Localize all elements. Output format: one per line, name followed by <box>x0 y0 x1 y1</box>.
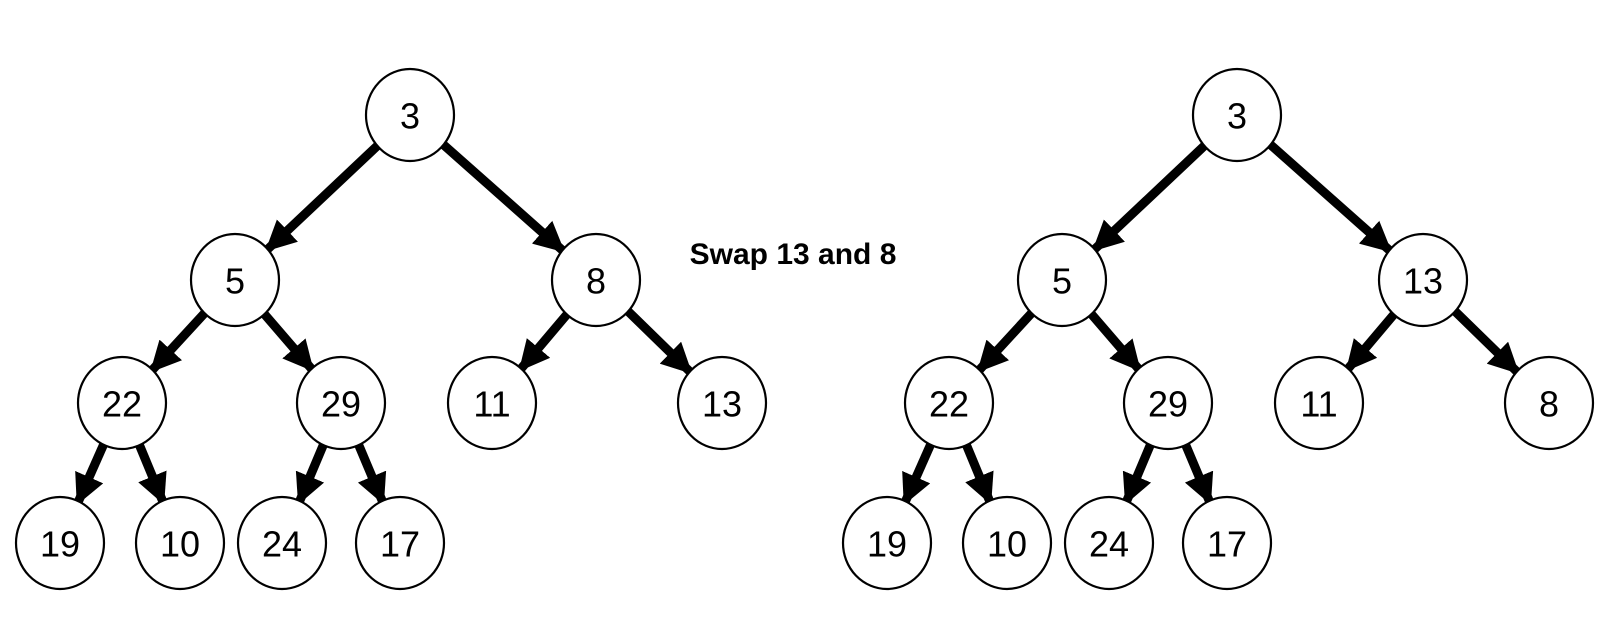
node-circle <box>1122 355 1214 451</box>
edge-3-8 <box>439 140 567 255</box>
edge-29-24 <box>294 441 329 506</box>
node-value: 8 <box>1539 384 1559 425</box>
node-value: 10 <box>160 524 200 565</box>
node-circle <box>550 232 642 328</box>
node-value: 11 <box>1300 384 1337 425</box>
node-circle <box>1503 355 1595 451</box>
node-value: 13 <box>1403 261 1443 302</box>
edge-22-19 <box>900 441 936 506</box>
node-value: 19 <box>867 524 907 565</box>
node-value: 3 <box>1227 96 1247 137</box>
node-value: 17 <box>380 524 420 565</box>
node-11: 11 <box>1273 355 1365 451</box>
node-circle <box>236 495 328 591</box>
heap-before-swap: 3 5 8 22 29 11 13 19 10 24 17 <box>14 67 768 591</box>
node-10: 10 <box>961 495 1053 591</box>
node-circle <box>1191 67 1283 163</box>
node-8: 8 <box>1503 355 1595 451</box>
edge-29-24 <box>1121 441 1156 506</box>
node-circle <box>961 495 1053 591</box>
edge-8-13 <box>624 307 695 377</box>
edge-3-5 <box>263 141 382 254</box>
node-circle <box>841 495 933 591</box>
heap-after-swap: 3 5 13 22 29 11 8 19 10 24 17 <box>841 67 1595 591</box>
node-3: 3 <box>1191 67 1283 163</box>
node-value: 3 <box>400 96 420 137</box>
node-17: 17 <box>354 495 446 591</box>
node-5: 5 <box>189 232 281 328</box>
edge-13-11 <box>1343 310 1399 374</box>
node-circle <box>364 67 456 163</box>
edge-5-22 <box>147 309 209 375</box>
node-22: 22 <box>903 355 995 451</box>
node-value: 22 <box>929 384 969 425</box>
node-22: 22 <box>76 355 168 451</box>
node-8: 8 <box>550 232 642 328</box>
edge-29-17 <box>353 441 388 506</box>
node-value: 24 <box>1089 524 1129 565</box>
node-13: 13 <box>1377 232 1469 328</box>
node-value: 17 <box>1207 524 1247 565</box>
node-circle <box>446 355 538 451</box>
node-24: 24 <box>236 495 328 591</box>
edge-29-17 <box>1180 441 1215 506</box>
node-value: 10 <box>987 524 1027 565</box>
node-circle <box>676 355 768 451</box>
node-circle <box>134 495 226 591</box>
node-19: 19 <box>14 495 106 591</box>
edge-3-13 <box>1266 140 1394 255</box>
node-19: 19 <box>841 495 933 591</box>
node-circle <box>903 355 995 451</box>
node-value: 5 <box>225 261 245 302</box>
node-value: 13 <box>702 384 742 425</box>
node-value: 19 <box>40 524 80 565</box>
node-circle <box>1063 495 1155 591</box>
node-value: 8 <box>586 261 606 302</box>
node-11: 11 <box>446 355 538 451</box>
swap-caption: Swap 13 and 8 <box>689 238 897 271</box>
node-3: 3 <box>364 67 456 163</box>
node-value: 29 <box>321 384 361 425</box>
edge-22-10 <box>961 441 995 505</box>
node-circle <box>1273 355 1365 451</box>
node-value: 22 <box>102 384 142 425</box>
edge-22-10 <box>134 441 168 505</box>
node-value: 5 <box>1052 261 1072 302</box>
node-circle <box>1181 495 1273 591</box>
node-circle <box>76 355 168 451</box>
node-value: 29 <box>1148 384 1188 425</box>
node-circle <box>14 495 106 591</box>
node-5: 5 <box>1016 232 1108 328</box>
node-17: 17 <box>1181 495 1273 591</box>
edge-3-5 <box>1090 141 1209 254</box>
edge-5-29 <box>260 310 317 374</box>
edge-13-8 <box>1451 307 1522 377</box>
edge-5-29 <box>1087 310 1144 374</box>
edge-5-22 <box>974 309 1036 375</box>
node-circle <box>189 232 281 328</box>
node-29: 29 <box>295 355 387 451</box>
node-24: 24 <box>1063 495 1155 591</box>
node-13: 13 <box>676 355 768 451</box>
node-29: 29 <box>1122 355 1214 451</box>
edge-8-11 <box>516 310 572 374</box>
node-circle <box>1377 232 1469 328</box>
edge-22-19 <box>73 441 109 506</box>
node-circle <box>354 495 446 591</box>
node-value: 24 <box>262 524 302 565</box>
node-10: 10 <box>134 495 226 591</box>
node-value: 11 <box>473 384 510 425</box>
node-circle <box>1016 232 1108 328</box>
node-circle <box>295 355 387 451</box>
